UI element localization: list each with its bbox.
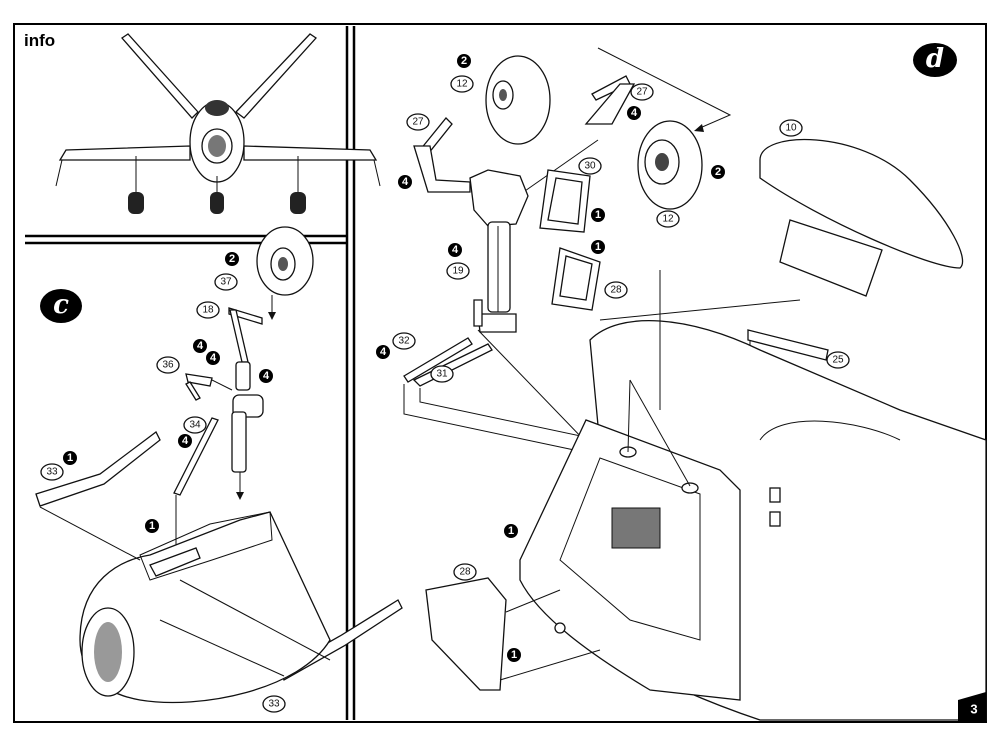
callout-d-19: 19: [446, 262, 470, 280]
svg-text:33: 33: [46, 467, 58, 478]
svg-text:4: 4: [182, 435, 189, 447]
svg-text:2: 2: [715, 166, 721, 178]
badge-d-1a: 1: [591, 208, 605, 222]
svg-text:1: 1: [595, 209, 601, 221]
callout-c-33-lower: 33: [262, 695, 286, 713]
badge-d-4d: 4: [376, 345, 390, 359]
wheel-assembly-arrows: [511, 47, 732, 201]
step-d-badge: d: [913, 43, 957, 77]
info-panel: info: [24, 31, 381, 214]
canopy-part-10: [759, 138, 964, 297]
gear-door-part-28-lower: [425, 577, 601, 691]
nose-wheel-part-37: [256, 226, 314, 320]
badge-d-4a: 4: [627, 106, 641, 120]
svg-text:28: 28: [610, 285, 622, 296]
svg-text:34: 34: [189, 420, 201, 431]
svg-text:1: 1: [508, 525, 514, 537]
badge-c-4a: 4: [193, 339, 207, 353]
badge-d-4b: 4: [398, 175, 412, 189]
svg-text:4: 4: [631, 107, 638, 119]
svg-text:2: 2: [461, 55, 467, 67]
panel-divider-vertical: [345, 26, 356, 720]
badge-c-1b: 1: [145, 519, 159, 533]
svg-text:4: 4: [210, 352, 217, 364]
scissor-link-part-36: [185, 373, 233, 401]
callout-d-12-upper: 12: [450, 75, 474, 93]
svg-text:18: 18: [202, 305, 214, 316]
nose-fuselage: [39, 506, 331, 704]
badge-d-1b: 1: [591, 240, 605, 254]
svg-text:33: 33: [268, 699, 280, 710]
callout-c-34: 34: [183, 416, 207, 434]
callout-d-31: 31: [430, 365, 454, 383]
svg-text:4: 4: [402, 176, 409, 188]
gear-door-frame-part-28-upper: [551, 247, 601, 311]
callout-c-36: 36: [156, 356, 180, 374]
svg-text:10: 10: [785, 123, 797, 134]
fuselage-center-section: [519, 270, 987, 721]
gear-door-frame-part-30: [539, 169, 591, 233]
svg-text:28: 28: [459, 567, 471, 578]
svg-text:37: 37: [220, 277, 232, 288]
svg-text:4: 4: [197, 340, 204, 352]
callout-d-32: 32: [392, 332, 416, 350]
svg-text:19: 19: [452, 266, 464, 277]
svg-text:30: 30: [584, 161, 596, 172]
callout-d-27-left: 27: [406, 113, 430, 131]
callout-c-18: 18: [196, 301, 220, 319]
svg-text:36: 36: [162, 360, 174, 371]
callout-d-28-lower: 28: [453, 563, 477, 581]
svg-text:4: 4: [452, 244, 459, 256]
badge-d-2a: 2: [457, 54, 471, 68]
callout-d-30: 30: [578, 157, 602, 175]
callout-c-33-upper: 33: [40, 463, 64, 481]
step-d-panel: d: [376, 43, 987, 721]
main-gear-leg-part-19: [469, 169, 641, 499]
page-frame: [13, 23, 987, 723]
badge-c-4c: 4: [259, 369, 273, 383]
svg-text:c: c: [53, 290, 69, 320]
svg-text:1: 1: [149, 520, 155, 532]
svg-text:1: 1: [511, 649, 517, 661]
nose-gear-strut: [228, 307, 264, 500]
callout-d-10: 10: [779, 119, 803, 137]
svg-text:27: 27: [412, 117, 424, 128]
badge-c-1a: 1: [63, 451, 77, 465]
badge-d-2b: 2: [711, 165, 725, 179]
badge-d-1c: 1: [504, 524, 518, 538]
callout-d-28-upper: 28: [604, 281, 628, 299]
callout-c-37: 37: [214, 273, 238, 291]
info-label: info: [24, 31, 55, 50]
svg-text:12: 12: [662, 214, 674, 225]
callout-d-25: 25: [826, 351, 850, 369]
main-wheel-part-12-upper: [485, 55, 551, 145]
axle-part-27-right: [584, 75, 636, 125]
svg-text:32: 32: [398, 336, 410, 347]
svg-text:d: d: [926, 44, 944, 74]
svg-text:12: 12: [456, 79, 468, 90]
badge-c-2: 2: [225, 252, 239, 266]
svg-text:2: 2: [229, 253, 235, 265]
svg-text:1: 1: [595, 241, 601, 253]
badge-c-4b: 4: [206, 351, 220, 365]
badge-d-1d: 1: [507, 648, 521, 662]
svg-text:27: 27: [636, 87, 648, 98]
badge-d-4c: 4: [448, 243, 462, 257]
step-c-badge: c: [40, 289, 82, 323]
aircraft-front-view: [55, 33, 381, 214]
svg-text:4: 4: [263, 370, 270, 382]
main-wheel-part-12-lower: [637, 120, 703, 210]
page-number-badge: 3: [958, 692, 986, 722]
step-c-panel: c: [35, 226, 403, 713]
svg-text:4: 4: [380, 346, 387, 358]
callout-d-27-right: 27: [630, 83, 654, 101]
callout-d-12-lower: 12: [656, 210, 680, 228]
svg-text:1: 1: [67, 452, 73, 464]
badge-c-4d: 4: [178, 434, 192, 448]
svg-text:25: 25: [832, 355, 844, 366]
gear-door-part-33-upper: [35, 431, 161, 507]
svg-text:3: 3: [970, 702, 977, 717]
svg-text:31: 31: [436, 369, 448, 380]
